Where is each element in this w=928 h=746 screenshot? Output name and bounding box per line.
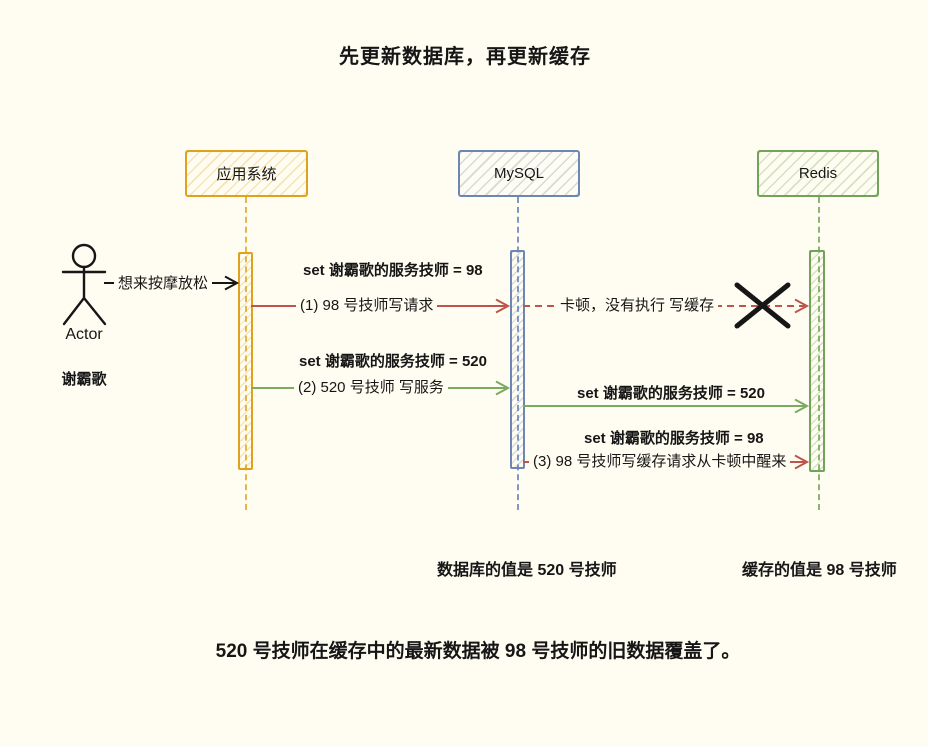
conclusion-text: 520 号技师在缓存中的最新数据被 98 号技师的旧数据覆盖了。 [215, 641, 741, 662]
participant-label-app: 应用系统 [216, 166, 277, 183]
message-2-set-text: set 谢霸歌的服务技师 = 520 [299, 353, 487, 370]
actor-name: 谢霸歌 [61, 371, 107, 388]
diagram-title: 先更新数据库，再更新缓存 [339, 46, 591, 68]
message-3-set-text: set 谢霸歌的服务技师 = 520 [577, 385, 765, 402]
failure-x-icon [734, 282, 791, 329]
participant-label-redis: Redis [798, 165, 838, 182]
participant-box-redis: Redis [757, 150, 879, 197]
cache-value-note: 缓存的值是 98 号技师 [742, 562, 897, 579]
message-4-label: (3) 98 号技师写缓存请求从卡顿中醒来 [529, 452, 791, 471]
actor-label: Actor [65, 326, 103, 343]
message-4-set-text: set 谢霸歌的服务技师 = 98 [584, 430, 764, 447]
db-value-note: 数据库的值是 520 号技师 [437, 562, 617, 579]
actor-request-label: 想来按摩放松 [114, 274, 213, 293]
lifeline-redis [818, 197, 820, 510]
activation-bar-mysql [510, 250, 525, 469]
activation-bar-redis [809, 250, 825, 472]
lifeline-mysql [517, 197, 519, 510]
lifeline-app [245, 197, 247, 510]
participant-box-app: 应用系统 [185, 150, 308, 197]
message-1-set-text: set 谢霸歌的服务技师 = 98 [303, 262, 483, 279]
message-1-label: (1) 98 号技师写请求 [296, 296, 438, 315]
activation-bar-app [238, 252, 253, 470]
participant-label-mysql: MySQL [493, 165, 544, 182]
participant-box-mysql: MySQL [458, 150, 580, 197]
write-cache-arrow-520 [523, 398, 810, 414]
message-1-fail-label: 卡顿，没有执行 写缓存 [556, 296, 719, 315]
message-2-label: (2) 520 号技师 写服务 [294, 378, 448, 397]
actor-icon [61, 243, 107, 326]
